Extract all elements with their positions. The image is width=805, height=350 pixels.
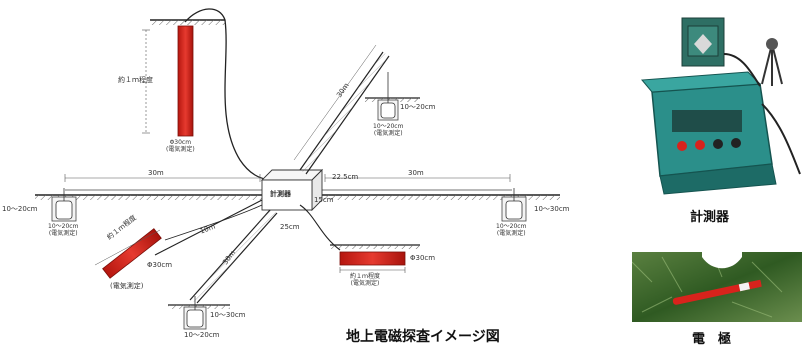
left-sub-label: 10〜20cm (電気測定) — [48, 223, 79, 238]
center-box-label: 計測器 — [270, 190, 291, 198]
electrode-rod — [672, 280, 762, 305]
lower-left-electrode — [102, 228, 162, 279]
box-width-label: 25cm — [280, 223, 300, 231]
lower-left-note-label: (電気測定) — [110, 282, 144, 290]
cable-top — [184, 8, 269, 181]
vertical-electrode — [177, 25, 194, 137]
lower-left-electrode-group — [94, 199, 263, 279]
lower-right-electrode — [339, 251, 406, 266]
lower-right-note-text: (電気測定) — [350, 279, 380, 287]
lower-right-len-text: 約１ｍ程度 — [350, 273, 381, 280]
left-note-text: (電気測定) — [48, 229, 78, 237]
upper-right-sub-label: 10〜20cm (電気測定) — [373, 123, 404, 138]
vertical-dia-text: Φ30cm — [169, 139, 192, 146]
vertical-length-label: 約１ｍ程度 — [118, 76, 153, 84]
electrode-photo — [632, 252, 802, 322]
right-pit-electrode — [501, 188, 527, 222]
left-depth-label: 10〜20cm — [2, 205, 38, 213]
right-sub-label: 10〜20cm (電気測定) — [496, 223, 527, 238]
lower-right-sub-label: 約１ｍ程度 (電気測定) — [350, 273, 381, 288]
lower-right-dia-label: Φ30cm — [410, 254, 436, 262]
box-height-label: 22.5cm — [332, 173, 359, 181]
electrode-caption: 電 極 — [692, 332, 732, 347]
right-note-text: (電気測定) — [496, 229, 526, 237]
meter-caption: 計測器 — [690, 210, 730, 225]
upper-right-arm — [293, 44, 420, 175]
right-depth-label: 10〜30cm — [534, 205, 570, 213]
center-box — [260, 168, 324, 212]
left-pit-electrode — [51, 188, 77, 222]
meter-photo — [632, 14, 802, 202]
vertical-electrode-group — [142, 8, 269, 181]
bottom-arm — [168, 209, 278, 330]
electrode-illustration — [632, 252, 802, 322]
main-caption: 地上電磁探査イメージ図 — [346, 329, 500, 345]
vertical-note-text: (電気測定) — [166, 145, 195, 153]
right-sub-text: 10〜20cm — [496, 223, 527, 230]
bottom-depth-label: 10〜30cm — [210, 311, 246, 319]
vertical-dia-label: Φ30cm (電気測定) — [166, 139, 195, 154]
left-sub-text: 10〜20cm — [48, 223, 79, 230]
ground-line-group — [35, 174, 560, 200]
upper-right-note-text: (電気測定) — [373, 129, 403, 137]
lower-left-dia-label: Φ30cm — [147, 261, 173, 269]
box-depth-label: 15cm — [314, 196, 334, 204]
left-length-label: 30m — [148, 169, 164, 177]
bottom-sub-label: 10〜20cm — [184, 331, 220, 339]
right-length-label: 30m — [408, 169, 424, 177]
upper-right-sub-text: 10〜20cm — [373, 123, 404, 130]
meter-illustration — [632, 14, 802, 202]
lower-right-electrode-group — [299, 204, 420, 273]
upper-right-depth-label: 10〜20cm — [400, 103, 436, 111]
